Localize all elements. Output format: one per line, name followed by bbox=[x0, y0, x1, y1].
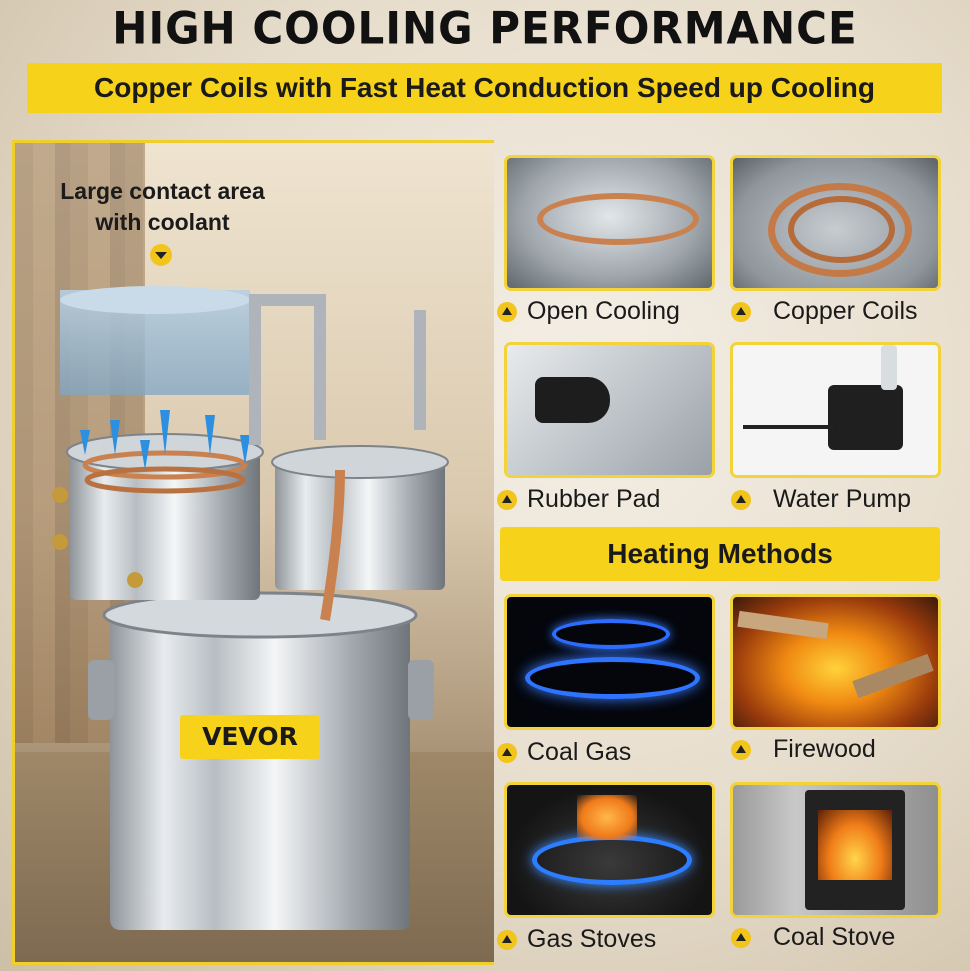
thumper-keg-rim bbox=[271, 445, 449, 479]
main-pot-handle-right bbox=[408, 660, 434, 720]
heating-coal-gas: Coal Gas bbox=[497, 738, 631, 767]
flow-arrows bbox=[80, 410, 250, 470]
copper-pipe bbox=[320, 469, 345, 621]
heating-label: Coal Gas bbox=[527, 738, 632, 766]
down-arrow-icon bbox=[150, 244, 172, 266]
brass-valve-1 bbox=[52, 487, 68, 503]
heating-label: Coal Stove bbox=[773, 923, 896, 951]
open-cooling-image bbox=[507, 158, 712, 288]
copper-coil-2 bbox=[84, 466, 246, 494]
distiller-illustration bbox=[52, 286, 449, 930]
brand-logo: VEVOR bbox=[180, 715, 320, 759]
main-pot-handle-left bbox=[88, 660, 114, 720]
feature-water-pump: Water Pump bbox=[731, 485, 911, 514]
feature-copper-coils: Copper Coils bbox=[731, 297, 918, 326]
brass-valve-3 bbox=[127, 572, 143, 588]
up-arrow-icon bbox=[731, 301, 751, 322]
firewood-image bbox=[733, 597, 938, 727]
brass-valve-2 bbox=[52, 534, 68, 550]
main-pot bbox=[110, 610, 410, 930]
up-arrow-icon bbox=[497, 742, 517, 763]
feature-label: Water Pump bbox=[773, 485, 912, 513]
subtitle-banner: Copper Coils with Fast Heat Conduction S… bbox=[27, 63, 942, 113]
thumper-keg bbox=[275, 460, 445, 590]
heating-gas-stoves: Gas Stoves bbox=[497, 925, 656, 954]
feature-label: Copper Coils bbox=[773, 297, 918, 325]
contact-caption-line1: Large contact area bbox=[60, 178, 265, 204]
copper-coils-image bbox=[733, 158, 938, 288]
page-title: HIGH COOLING PERFORMANCE bbox=[112, 2, 858, 55]
up-arrow-icon bbox=[731, 739, 751, 760]
heating-coal-stove: Coal Stove bbox=[731, 923, 895, 952]
heating-methods-heading: Heating Methods bbox=[500, 527, 940, 581]
up-arrow-icon bbox=[731, 927, 751, 948]
feature-label: Open Cooling bbox=[527, 297, 680, 325]
coal-stove-image bbox=[733, 785, 938, 915]
up-arrow-icon bbox=[497, 489, 517, 510]
feature-open-cooling: Open Cooling bbox=[497, 297, 680, 326]
feature-label: Rubber Pad bbox=[527, 485, 661, 513]
coal-gas-image bbox=[507, 597, 712, 727]
contact-caption-line2: with coolant bbox=[95, 209, 230, 235]
heating-label: Gas Stoves bbox=[527, 925, 657, 953]
up-arrow-icon bbox=[497, 301, 517, 322]
heating-label: Firewood bbox=[773, 735, 876, 763]
contact-area-caption: Large contact area with coolant bbox=[20, 176, 305, 238]
feature-rubber-pad: Rubber Pad bbox=[497, 485, 660, 514]
up-arrow-icon bbox=[731, 489, 751, 510]
up-arrow-icon bbox=[497, 929, 517, 950]
heating-firewood: Firewood bbox=[731, 735, 876, 764]
coolant-water-top bbox=[60, 286, 250, 314]
rubber-pad-image bbox=[507, 345, 712, 475]
spiral-tube-left bbox=[249, 294, 326, 445]
water-pump-image bbox=[733, 345, 938, 475]
gas-stove-image bbox=[507, 785, 712, 915]
